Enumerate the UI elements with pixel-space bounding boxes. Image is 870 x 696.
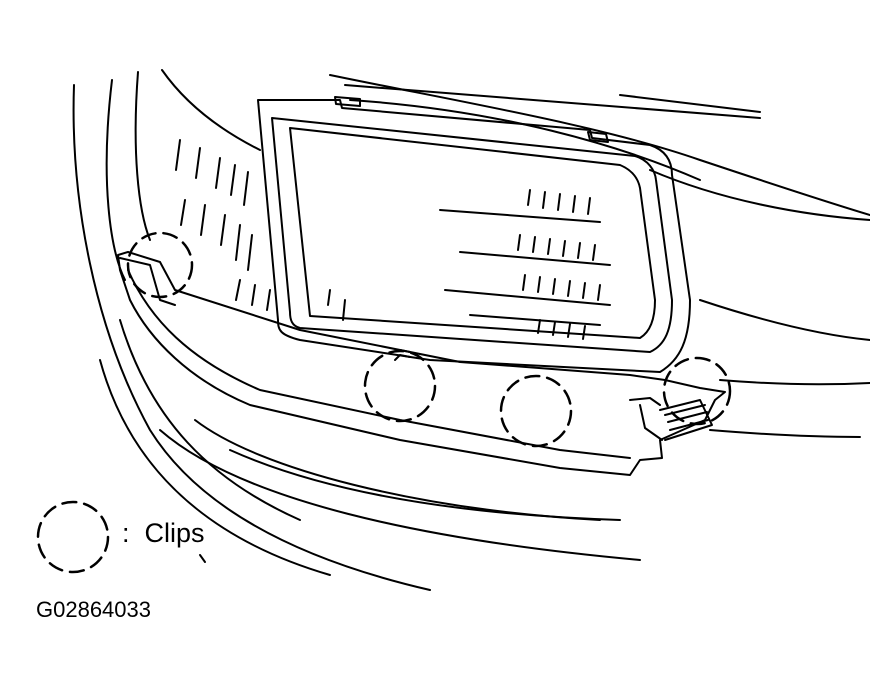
clip-circle-center-right bbox=[499, 374, 573, 448]
body-contour-lines bbox=[72, 69, 870, 591]
clip-circle-left bbox=[126, 231, 194, 299]
trim-strip bbox=[117, 251, 726, 476]
legend-clip-symbol bbox=[36, 500, 110, 574]
legend-clips-text: Clips bbox=[144, 518, 205, 548]
legend-separator: : bbox=[122, 518, 130, 548]
legend-leader-tick bbox=[199, 554, 206, 563]
legend-label: : Clips bbox=[122, 518, 205, 549]
clip-circle-center-left bbox=[363, 349, 437, 423]
clip-markers bbox=[126, 231, 732, 448]
clip-circle-right bbox=[662, 356, 732, 426]
headlight-lens bbox=[175, 96, 691, 373]
figure-id: G02864033 bbox=[36, 597, 151, 622]
